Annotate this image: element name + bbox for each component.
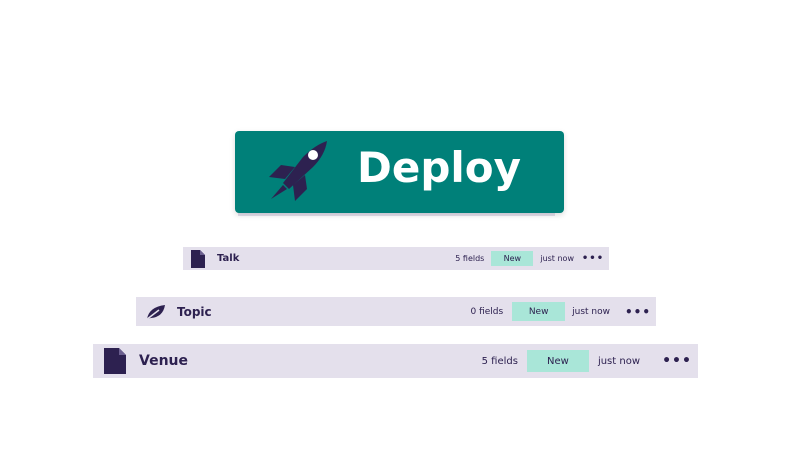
status-badge: New xyxy=(512,302,566,321)
deploy-label: Deploy xyxy=(357,143,522,192)
field-count: 5 fields xyxy=(455,254,485,263)
model-name: Topic xyxy=(177,304,212,319)
model-name: Venue xyxy=(139,353,188,369)
more-options-button[interactable]: ••• xyxy=(662,353,692,369)
more-options-button[interactable]: ••• xyxy=(581,253,605,264)
status-badge: New xyxy=(491,251,534,266)
timestamp: just now xyxy=(572,306,610,317)
leaf-icon xyxy=(144,303,168,321)
deploy-button[interactable]: Deploy xyxy=(235,131,564,213)
field-count: 0 fields xyxy=(470,306,504,317)
model-name: Talk xyxy=(217,253,240,264)
model-row-topic[interactable]: Topic 0 fields New just now ••• xyxy=(136,297,656,326)
timestamp: just now xyxy=(540,254,574,263)
model-row-talk[interactable]: Talk 5 fields New just now ••• xyxy=(183,247,609,270)
more-options-button[interactable]: ••• xyxy=(625,304,652,319)
timestamp: just now xyxy=(597,355,640,367)
document-icon xyxy=(189,249,207,268)
rocket-icon xyxy=(263,139,331,207)
status-badge: New xyxy=(526,350,589,372)
model-row-venue[interactable]: Venue 5 fields New just now ••• xyxy=(93,344,698,378)
field-count: 5 fields xyxy=(481,355,518,367)
document-icon xyxy=(103,348,127,374)
